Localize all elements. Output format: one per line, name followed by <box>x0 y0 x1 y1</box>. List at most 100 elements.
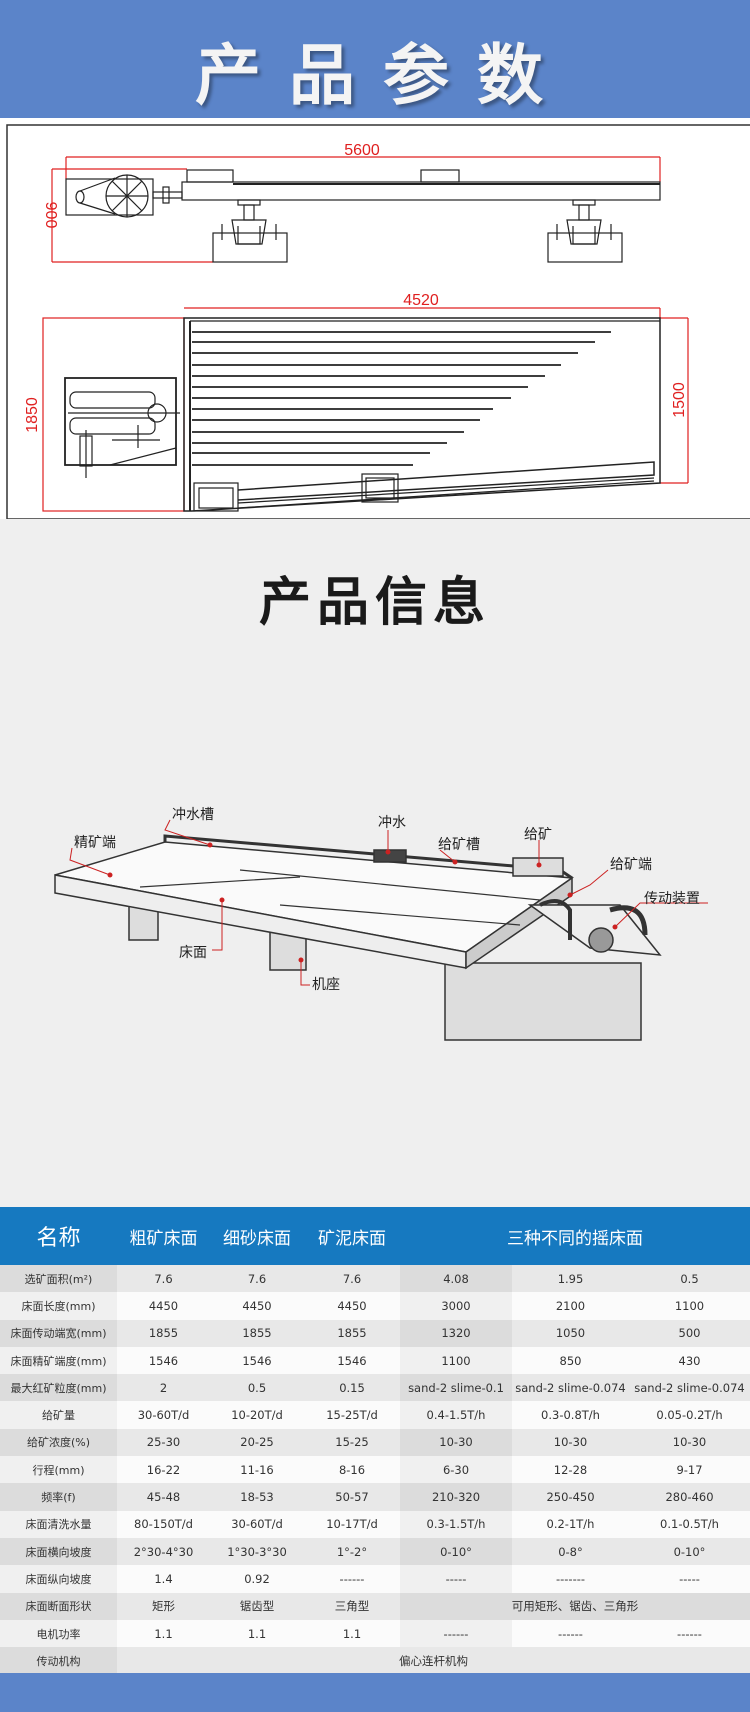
table-cell: 矩形 <box>117 1592 210 1620</box>
table-cell: 250-450 <box>512 1483 629 1511</box>
table-header: 名称 粗矿床面 细砂床面 矿泥床面 三种不同的摇床面 <box>0 1207 750 1265</box>
table-cell: ------ <box>629 1619 750 1648</box>
technical-drawing: 5600 900 <box>0 118 750 519</box>
banner: 产品参数 <box>0 0 750 118</box>
table-cell: 0.05-0.2T/h <box>629 1401 750 1429</box>
table-cell: 10-17T/d <box>304 1510 400 1538</box>
table-cell: 1320 <box>400 1319 512 1347</box>
table-cell: 1546 <box>304 1346 400 1375</box>
header-slime: 矿泥床面 <box>304 1207 400 1265</box>
table-cell: 0.92 <box>210 1565 304 1593</box>
machine-illustration: 精矿端 冲水槽 冲水 给矿槽 给矿 给矿端 传动装置 床面 机座 <box>0 800 750 1060</box>
table-cell: 1100 <box>400 1346 512 1375</box>
top-view <box>42 307 689 512</box>
table-cell: 0.3-0.8T/h <box>512 1401 629 1429</box>
table-cell: 210-320 <box>400 1483 512 1511</box>
table-cell: 0.5 <box>629 1265 750 1293</box>
table-cell: 锯齿型 <box>210 1592 304 1620</box>
table-cell: 80-150T/d <box>117 1510 210 1538</box>
table-cell: 1100 <box>629 1292 750 1320</box>
table-cell: 280-460 <box>629 1483 750 1511</box>
banner-title: 产品参数 <box>195 37 571 114</box>
table-cell: 0.1-0.5T/h <box>629 1510 750 1538</box>
label-deck: 床面 <box>179 945 207 961</box>
header-fine-sand: 细砂床面 <box>210 1207 304 1265</box>
row-label: 床面精矿端度(mm) <box>0 1346 117 1375</box>
label-feed-trough: 给矿槽 <box>438 837 480 853</box>
table-cell: 1.1 <box>304 1619 400 1648</box>
table-cell: ----- <box>400 1565 512 1593</box>
row-label: 最大红矿粒度(mm) <box>0 1374 117 1402</box>
table-cell: 4450 <box>117 1292 210 1320</box>
table-cell: sand-2 slime-0.074 <box>512 1374 629 1402</box>
label-concentrate-end: 精矿端 <box>74 835 116 851</box>
table-cell: 6-30 <box>400 1456 512 1484</box>
table-cell: 50-57 <box>304 1483 400 1511</box>
label-feed-end: 给矿端 <box>610 857 652 873</box>
drawing-frame <box>6 124 750 519</box>
row-label: 床面横向坡度 <box>0 1537 117 1566</box>
table-cell: 11-16 <box>210 1456 304 1484</box>
side-view <box>51 156 661 263</box>
table-cell: ----- <box>629 1565 750 1593</box>
side-height-dim: 900 <box>42 202 59 229</box>
table-cell: 10-30 <box>629 1428 750 1457</box>
table-cell: 25-30 <box>117 1428 210 1457</box>
row-label: 床面清洗水量 <box>0 1510 117 1538</box>
table-cell: 4450 <box>210 1292 304 1320</box>
table-cell: 1050 <box>512 1319 629 1347</box>
table-cell: 1546 <box>117 1346 210 1375</box>
table-cell: 18-53 <box>210 1483 304 1511</box>
table-cell: 30-60T/d <box>117 1401 210 1429</box>
row-label: 选矿面积(m²) <box>0 1265 117 1293</box>
row-label: 床面纵向坡度 <box>0 1565 117 1593</box>
footer-bar <box>0 1673 750 1712</box>
label-base: 机座 <box>312 977 340 993</box>
table-cell: sand-2 slime-0.1 <box>400 1374 512 1402</box>
support-right <box>547 199 623 263</box>
table-cell: 20-25 <box>210 1428 304 1457</box>
table-row: 床面断面形状矩形锯齿型三角型可用矩形、锯齿、三角形 <box>0 1592 750 1620</box>
header-name: 名称 <box>0 1207 117 1265</box>
table-cell: 7.6 <box>304 1265 400 1293</box>
table-cell: 2°30-4°30 <box>117 1537 210 1566</box>
table-cell: ------ <box>400 1619 512 1648</box>
table-cell: 0-10° <box>629 1537 750 1566</box>
table-cell: 三角型 <box>304 1592 400 1620</box>
label-drive: 传动装置 <box>644 891 700 907</box>
row-label: 给矿量 <box>0 1401 117 1429</box>
table-cell: ------- <box>512 1565 629 1593</box>
row-label: 电机功率 <box>0 1619 117 1648</box>
table-cell: 430 <box>629 1346 750 1375</box>
callout-lines <box>69 819 708 986</box>
table-row: 传动机构偏心连杆机构 <box>0 1647 750 1675</box>
support-left <box>212 199 288 263</box>
table-cell: 12-28 <box>512 1456 629 1484</box>
table-cell: 9-17 <box>629 1456 750 1484</box>
row-label: 行程(mm) <box>0 1456 117 1484</box>
table-cell: ------ <box>512 1619 629 1648</box>
row-label: 床面断面形状 <box>0 1592 117 1620</box>
table-cell: 10-20T/d <box>210 1401 304 1429</box>
table-cell: 0.15 <box>304 1374 400 1402</box>
drive-base <box>444 962 642 1041</box>
table-cell: 1.95 <box>512 1265 629 1293</box>
table-cell: 0.2-1T/h <box>512 1510 629 1538</box>
drive-unit <box>64 377 177 466</box>
row-label: 传动机构 <box>0 1647 117 1675</box>
table-cell: 0-8° <box>512 1537 629 1566</box>
table-cell: 2 <box>117 1374 210 1402</box>
shaking-table-svg <box>54 819 708 1041</box>
eccentric-wheel <box>588 927 614 953</box>
